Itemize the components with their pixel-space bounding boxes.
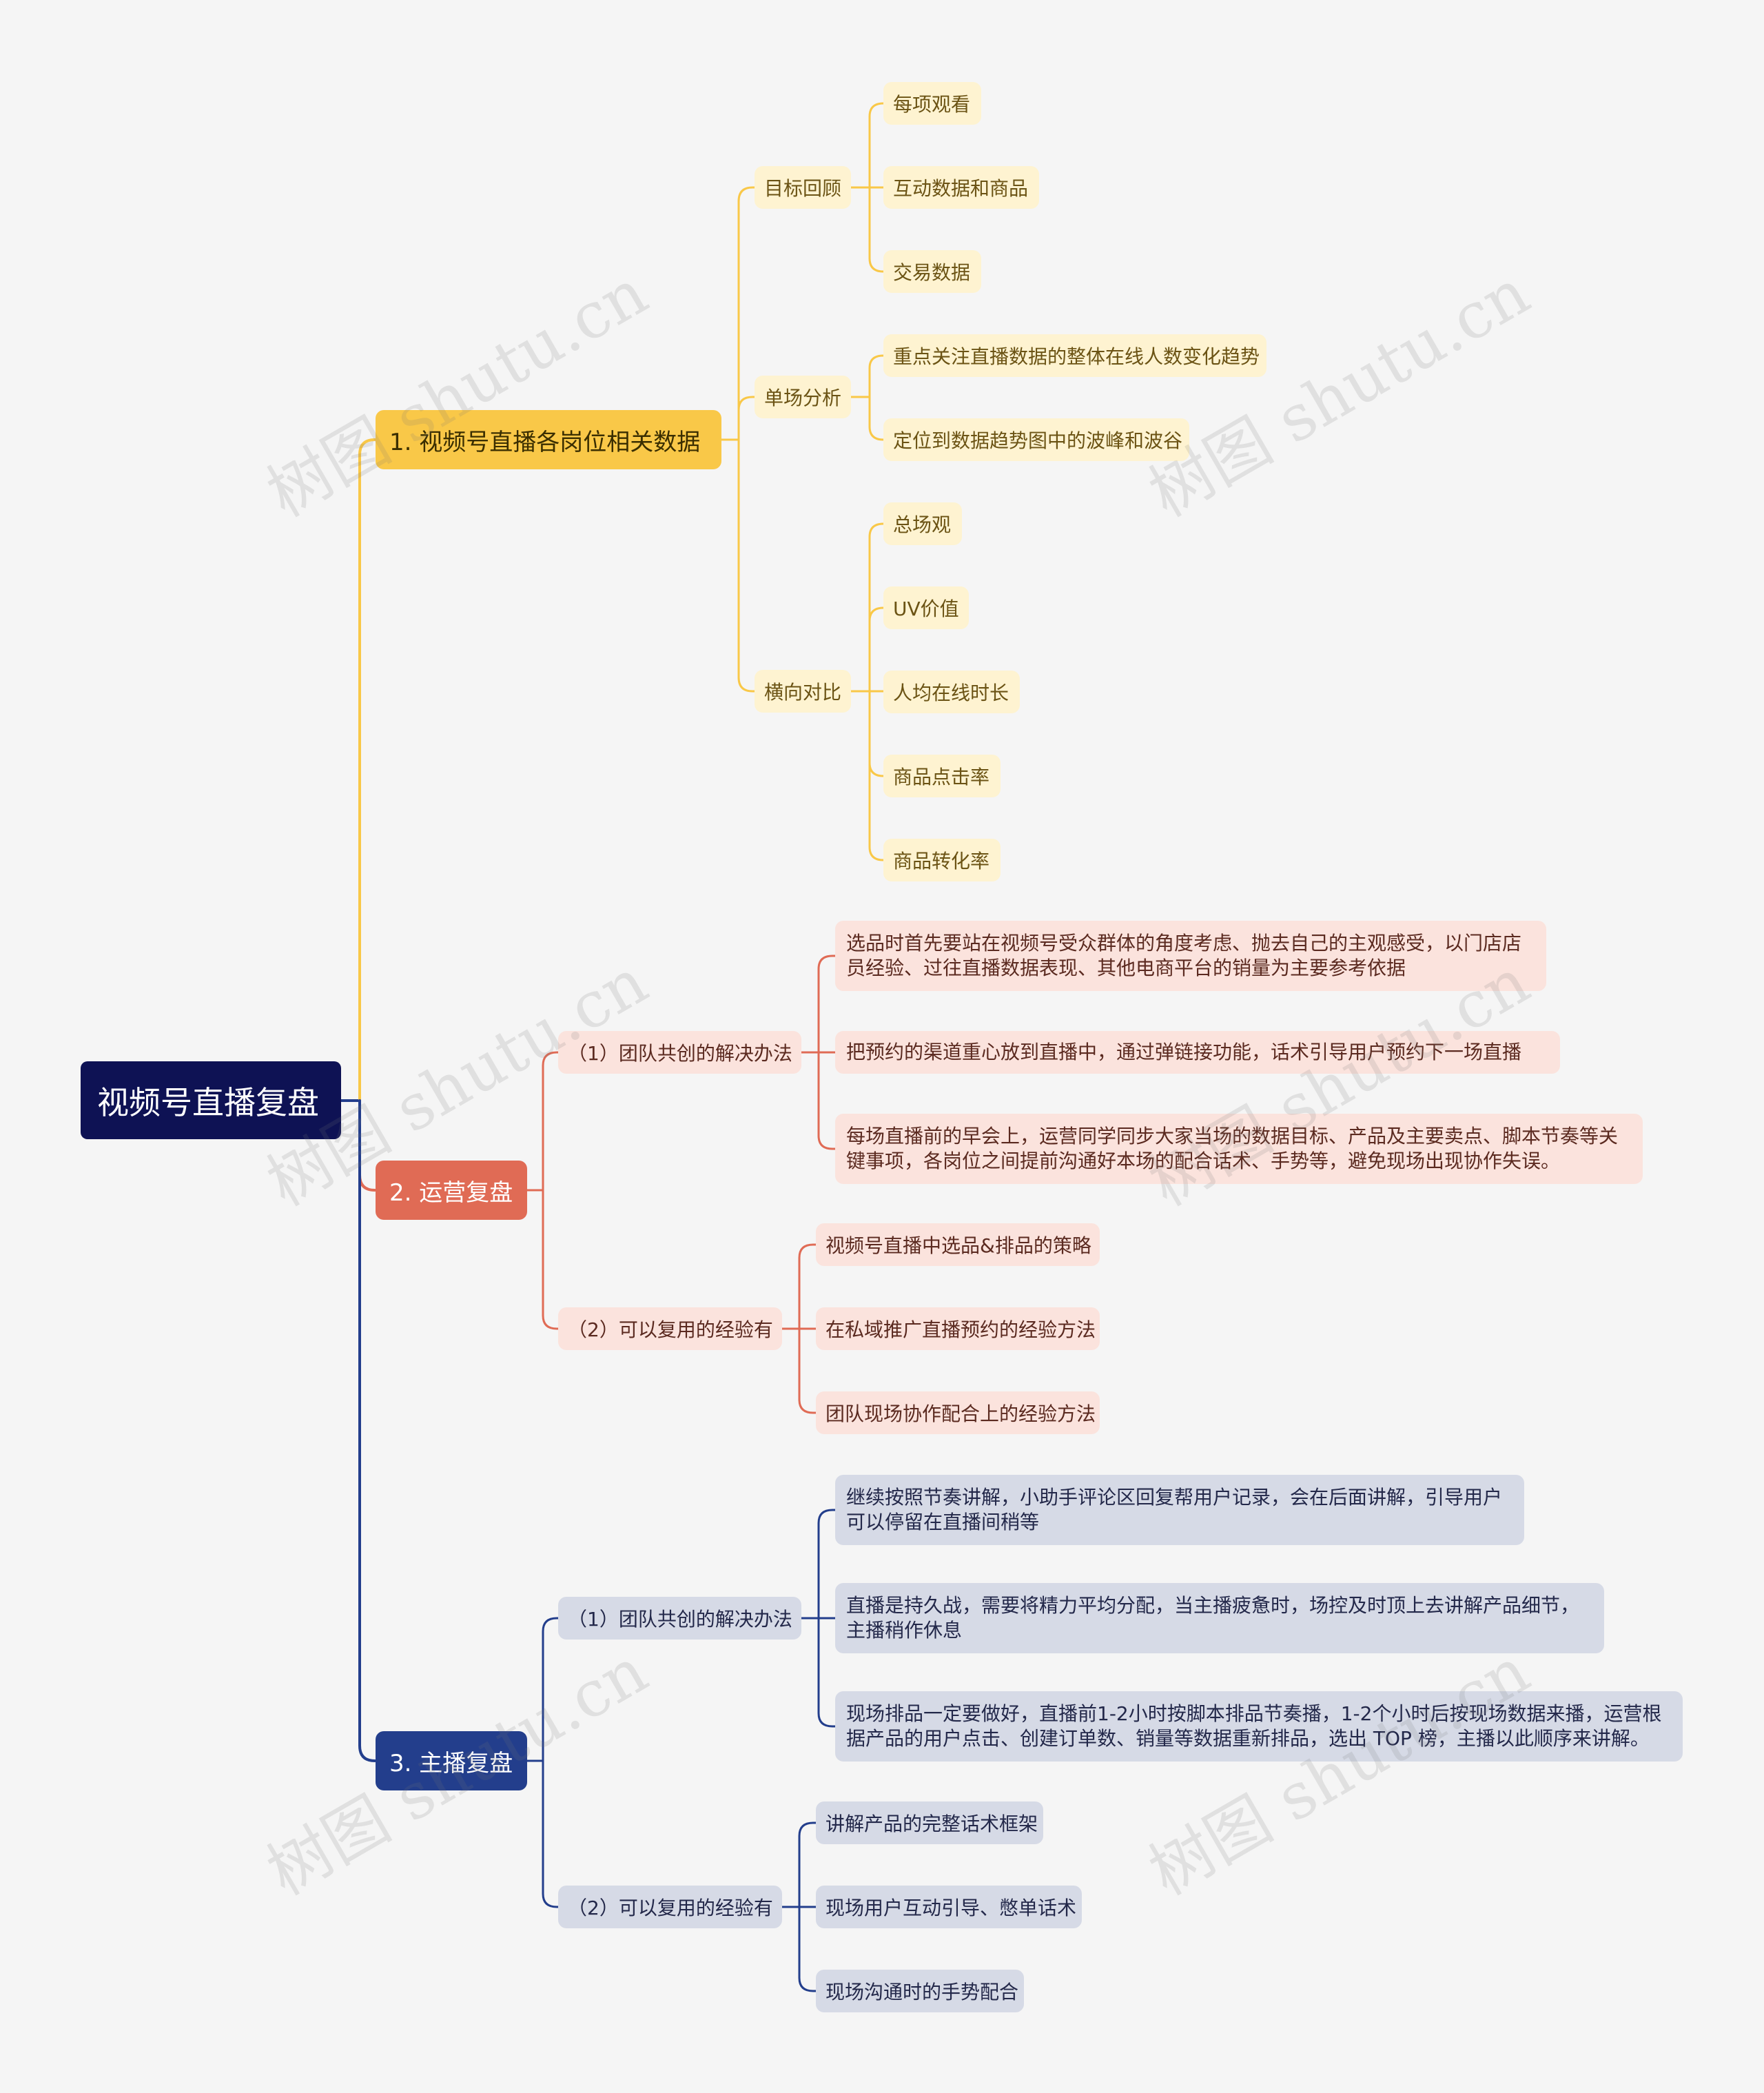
leaf-node[interactable]: 把预约的渠道重心放到直播中，通过弹链接功能，话术引导用户预约下一场直播 xyxy=(835,1031,1560,1074)
branch-node-data[interactable]: 1. 视频号直播各岗位相关数据 xyxy=(376,410,721,469)
group-node-horizontal-compare[interactable]: 横向对比 xyxy=(755,670,851,713)
leaf-node[interactable]: 商品转化率 xyxy=(883,839,1001,881)
group-node-single-analysis[interactable]: 单场分析 xyxy=(755,376,851,418)
leaf-node[interactable]: 现场排品一定要做好，直播前1-2小时按脚本排品节奏播，1-2个小时后按现场数据来… xyxy=(835,1691,1683,1762)
leaf-node[interactable]: 定位到数据趋势图中的波峰和波谷 xyxy=(883,418,1189,461)
leaf-node[interactable]: 每场直播前的早会上，运营同学同步大家当场的数据目标、产品及主要卖点、脚本节奏等关… xyxy=(835,1114,1643,1184)
leaf-node[interactable]: 现场沟通时的手势配合 xyxy=(816,1970,1024,2012)
leaf-node[interactable]: 讲解产品的完整话术框架 xyxy=(816,1801,1043,1844)
group-node-reusable-experience[interactable]: （2）可以复用的经验有 xyxy=(558,1886,782,1928)
branch-node-operations[interactable]: 2. 运营复盘 xyxy=(376,1161,527,1220)
leaf-node[interactable]: 直播是持久战，需要将精力平均分配，当主播疲惫时，场控及时顶上去讲解产品细节，主播… xyxy=(835,1583,1604,1653)
group-node-team-solutions[interactable]: （1）团队共创的解决办法 xyxy=(558,1597,801,1640)
leaf-node[interactable]: 现场用户互动引导、憋单话术 xyxy=(816,1886,1082,1928)
leaf-node[interactable]: 总场观 xyxy=(883,502,962,545)
group-node-team-solutions[interactable]: （1）团队共创的解决办法 xyxy=(558,1031,801,1074)
leaf-node[interactable]: 互动数据和商品 xyxy=(883,166,1039,209)
leaf-node[interactable]: 视频号直播中选品&排品的策略 xyxy=(816,1223,1100,1266)
group-node-reusable-experience[interactable]: （2）可以复用的经验有 xyxy=(558,1307,782,1350)
leaf-node[interactable]: 在私域推广直播预约的经验方法 xyxy=(816,1307,1100,1350)
root-node[interactable]: 视频号直播复盘 xyxy=(81,1061,341,1139)
branch-node-host[interactable]: 3. 主播复盘 xyxy=(376,1731,527,1790)
leaf-node[interactable]: 重点关注直播数据的整体在线人数变化趋势 xyxy=(883,334,1266,377)
leaf-node[interactable]: UV价值 xyxy=(883,586,969,629)
leaf-node[interactable]: 人均在线时长 xyxy=(883,671,1020,713)
group-node-target-review[interactable]: 目标回顾 xyxy=(755,166,851,209)
leaf-node[interactable]: 团队现场协作配合上的经验方法 xyxy=(816,1391,1100,1434)
leaf-node[interactable]: 交易数据 xyxy=(883,250,981,293)
leaf-node[interactable]: 选品时首先要站在视频号受众群体的角度考虑、抛去自己的主观感受，以门店店员经验、过… xyxy=(835,921,1546,991)
leaf-node[interactable]: 商品点击率 xyxy=(883,755,1001,797)
leaf-node[interactable]: 每项观看 xyxy=(883,82,981,125)
leaf-node[interactable]: 继续按照节奏讲解，小助手评论区回复帮用户记录，会在后面讲解，引导用户可以停留在直… xyxy=(835,1475,1524,1545)
